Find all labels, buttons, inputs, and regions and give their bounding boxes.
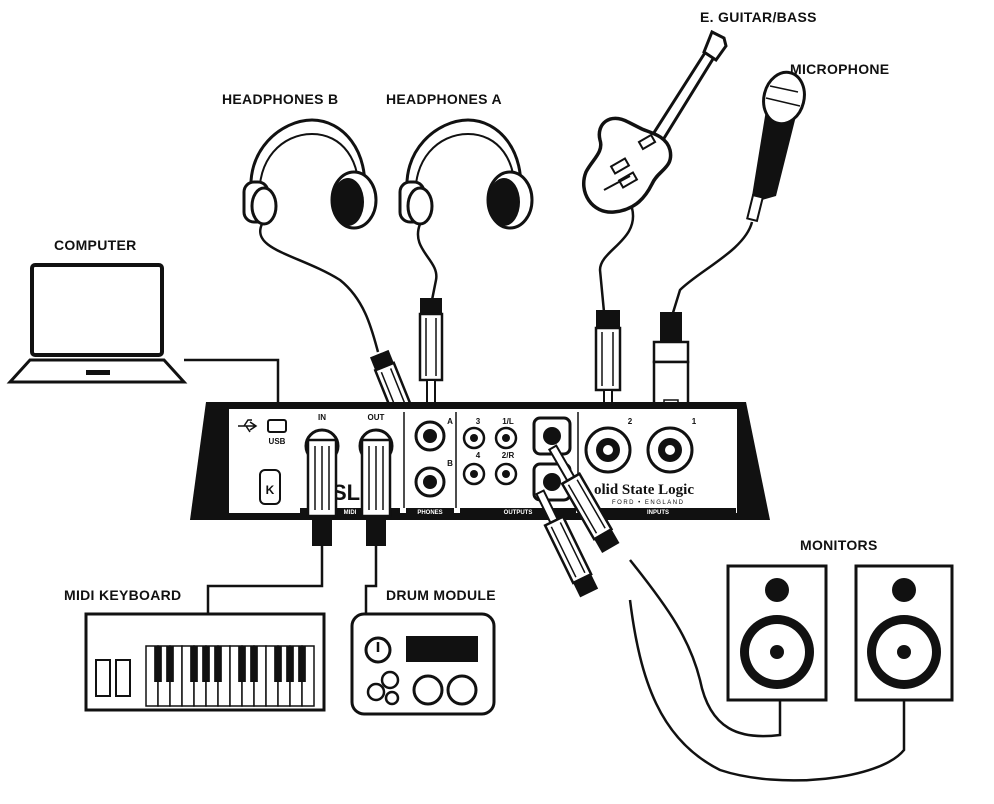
electric-guitar xyxy=(582,29,728,214)
mic-grille xyxy=(762,70,806,126)
brand-subtitle: FORD • ENGLAND xyxy=(612,500,684,506)
input-1-label: 1 xyxy=(692,417,697,426)
headphones-a-cable xyxy=(416,223,438,301)
kensington-lock xyxy=(259,469,281,505)
midi-out-label: OUT xyxy=(368,413,385,422)
phones-b-label: B xyxy=(447,459,453,468)
audio-interface: USB K IN OUT MIDI SL xyxy=(190,402,770,546)
midi-section-label: MIDI xyxy=(344,510,357,516)
black-key xyxy=(154,646,162,682)
label-headphones-b: HEADPHONES B xyxy=(222,91,338,107)
outputs-section: 3 1/L 4 2/R OUTPUTS xyxy=(460,416,576,516)
monitor-right xyxy=(854,564,954,702)
black-key xyxy=(298,646,306,682)
mic-body xyxy=(752,110,796,200)
usb-port[interactable] xyxy=(267,419,287,433)
out-1l-label: 1/L xyxy=(502,417,514,426)
headphones-b xyxy=(242,118,378,230)
guitar-headstock xyxy=(702,29,728,63)
phones-a-label: A xyxy=(447,417,453,426)
phones-section-label: PHONES xyxy=(417,510,442,516)
keyboard-keys xyxy=(145,645,315,707)
label-headphones-a: HEADPHONES A xyxy=(386,91,502,107)
usb-icon xyxy=(238,419,258,433)
device-labels: E. GUITAR/BASS MICROPHONE HEADPHONES B H… xyxy=(54,9,889,603)
out-3-label: 3 xyxy=(476,417,481,426)
drum-display xyxy=(406,636,478,662)
midi-in-label: IN xyxy=(318,413,326,422)
midi-out-cable xyxy=(364,545,378,614)
brand-name: olid State Logic xyxy=(594,482,694,498)
usb-section: USB K xyxy=(238,419,287,505)
input-2-label: 2 xyxy=(628,417,633,426)
black-key xyxy=(214,646,222,682)
guitar-cable xyxy=(598,207,635,313)
guitar-neck xyxy=(645,45,718,151)
laptop-screen xyxy=(30,263,164,357)
lock-icon: K xyxy=(266,483,275,497)
inputs-section: 2 1 olid State Logic FORD • ENGLAND INPU… xyxy=(577,412,736,516)
black-key xyxy=(190,646,198,682)
computer xyxy=(6,263,188,384)
usb-cable xyxy=(184,358,280,420)
outputs-section-label: OUTPUTS xyxy=(504,510,533,516)
cables xyxy=(184,207,906,782)
usb-label: USB xyxy=(269,437,286,446)
monitor-right-cable xyxy=(628,599,906,782)
black-key xyxy=(202,646,210,682)
label-microphone: MICROPHONE xyxy=(790,61,889,77)
black-key xyxy=(238,646,246,682)
black-key xyxy=(286,646,294,682)
inputs-section-label: INPUTS xyxy=(647,510,669,516)
tweeter-right xyxy=(892,578,916,602)
out-4-label: 4 xyxy=(476,451,481,460)
headphones-b-cable xyxy=(259,223,380,353)
label-guitar: E. GUITAR/BASS xyxy=(700,9,817,25)
label-computer: COMPUTER xyxy=(54,237,137,253)
midi-in-cable xyxy=(206,545,324,614)
out-2r-label: 2/R xyxy=(502,451,515,460)
microphone xyxy=(746,70,806,223)
midi-plugs xyxy=(306,438,392,546)
black-key xyxy=(166,646,174,682)
monitor-left xyxy=(726,564,828,702)
drum-pad-1 xyxy=(412,674,444,706)
black-key xyxy=(250,646,258,682)
tweeter-left xyxy=(765,578,789,602)
laptop-trackpad xyxy=(86,370,110,375)
drum-module xyxy=(350,612,496,716)
label-midi-keyboard: MIDI KEYBOARD xyxy=(64,587,181,603)
black-key xyxy=(274,646,282,682)
phones-section: A B PHONES xyxy=(403,412,457,516)
microphone-cable xyxy=(670,221,754,317)
headphones-a xyxy=(398,118,534,230)
label-drum-module: DRUM MODULE xyxy=(386,587,496,603)
monitor-plugs xyxy=(535,444,620,598)
midi-keyboard xyxy=(84,612,326,712)
monitor-left-cable xyxy=(629,559,782,738)
drum-pad-2 xyxy=(446,674,478,706)
label-monitors: MONITORS xyxy=(800,537,878,553)
